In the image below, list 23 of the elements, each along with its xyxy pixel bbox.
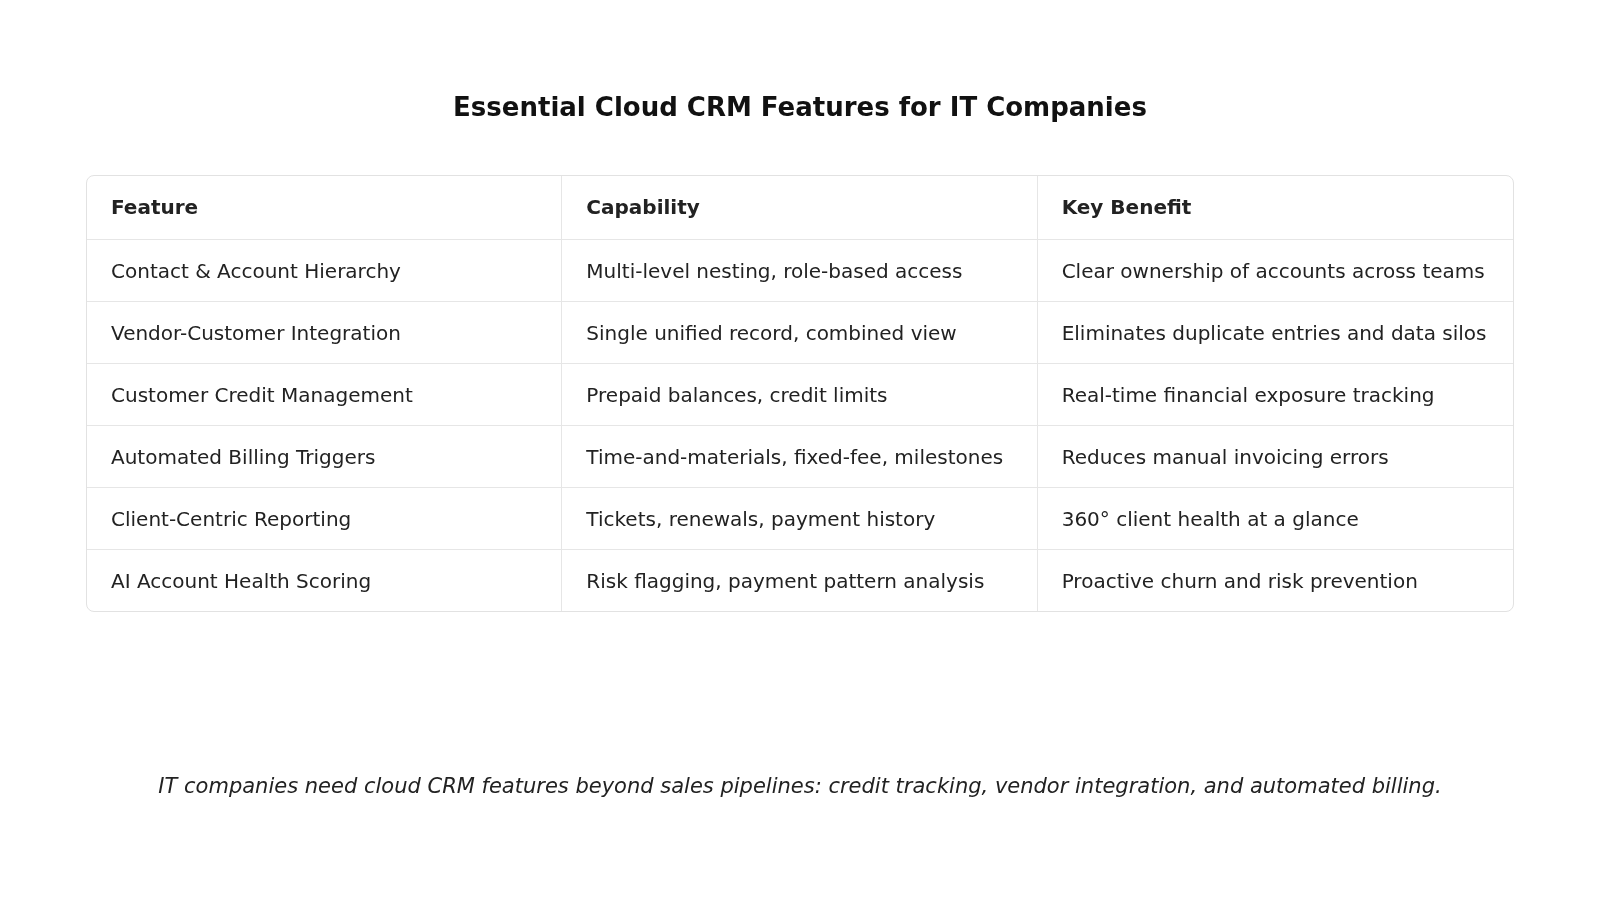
table-cell: Clear ownership of accounts across teams: [1037, 240, 1513, 302]
table-cell: Time-and-materials, fixed-fee, milestones: [562, 426, 1038, 488]
table-cell: Prepaid balances, credit limits: [562, 364, 1038, 426]
table-cell: Eliminates duplicate entries and data silos: [1037, 302, 1513, 364]
column-header: Capability: [562, 176, 1038, 240]
table-cell: Automated Billing Triggers: [87, 426, 563, 488]
caption: IT companies need cloud CRM features beyond sales pipelines: credit tracking, vendor integration, and automated billing.: [157, 774, 1443, 798]
table-cell: Tickets, renewals, payment history: [562, 488, 1038, 550]
table-cell-text: Proactive churn and risk prevention: [1060, 568, 1419, 595]
table-cell: Risk flagging, payment pattern analysis: [562, 550, 1038, 611]
table-cell: Multi-level nesting, role-based access: [562, 240, 1038, 302]
table-cell: 360° client health at a glance: [1037, 488, 1513, 550]
table-cell: Client-Centric Reporting: [87, 488, 563, 550]
table-cell: Real-time financial exposure tracking: [1037, 364, 1513, 426]
table-cell: AI Account Health Scoring: [87, 550, 563, 611]
table-cell: Single unified record, combined view: [562, 302, 1038, 364]
title: Essential Cloud CRM Features for IT Companies: [452, 92, 1148, 122]
column-header: Feature: [87, 176, 563, 240]
table-cell: Reduces manual invoicing errors: [1037, 426, 1513, 488]
table-cell: Contact & Account Hierarchy: [87, 240, 563, 302]
column-header: Key Benefit: [1037, 176, 1513, 240]
table-cell: Customer Credit Management: [87, 364, 563, 426]
table-cell: Vendor-Customer Integration: [87, 302, 563, 364]
